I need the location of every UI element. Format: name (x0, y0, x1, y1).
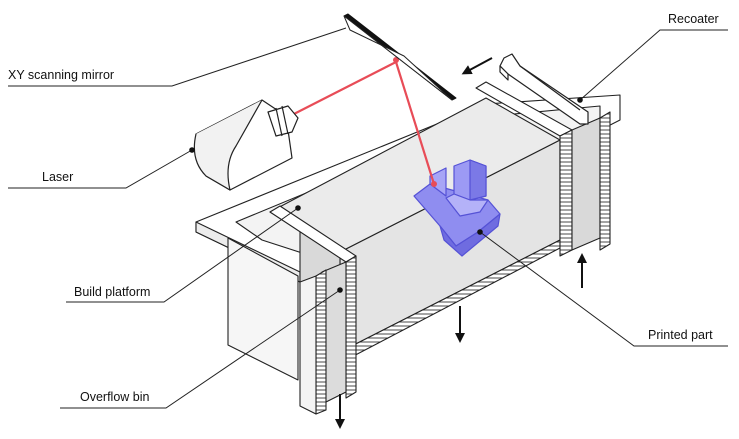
part-beam-spot (431, 181, 437, 187)
feed-chamber (571, 117, 601, 251)
recoater (499, 53, 589, 125)
laser-beam (289, 61, 436, 185)
recoater-arrow-icon (461, 57, 493, 75)
laser-unit (193, 99, 299, 191)
leader-lines (8, 27, 728, 409)
overflow-bin-leader (60, 289, 341, 409)
mirror-beam-spot (393, 57, 399, 63)
arrows (335, 57, 587, 429)
leader-dots (189, 97, 583, 293)
left-partition (345, 255, 357, 399)
left-support (227, 237, 299, 381)
laser-beam-incident (289, 61, 397, 117)
partition-walls (269, 81, 611, 415)
right-partition (559, 129, 573, 257)
feed-chamber-wall (599, 111, 611, 251)
overflow-bin-label: Overflow bin (80, 390, 150, 404)
recoater-leader (579, 29, 728, 101)
laser-label: Laser (42, 170, 74, 184)
xy-scanning-mirror (343, 13, 457, 101)
laser-nozzle (267, 105, 299, 137)
printed-part-label: Printed part (648, 328, 713, 342)
build-platform-label: Build platform (74, 285, 151, 299)
mirror-leader (8, 27, 347, 87)
overflow-bin-wall (315, 269, 327, 415)
printed-part-leader (479, 231, 728, 347)
mirror-label: XY scanning mirror (8, 68, 115, 82)
laser-leader (8, 149, 193, 189)
build-platform-leader (66, 207, 299, 303)
laser-beam-reflected (394, 61, 436, 185)
recoater-label: Recoater (668, 12, 719, 26)
